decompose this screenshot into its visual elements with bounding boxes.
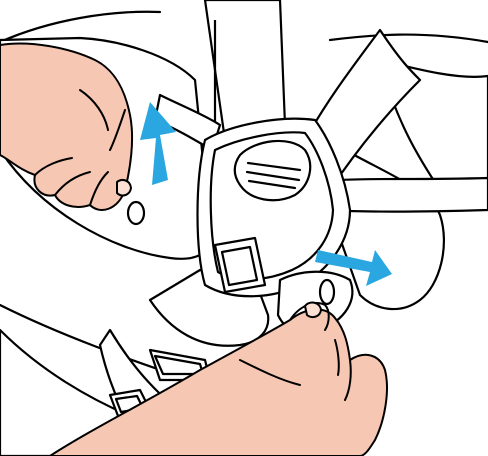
seat-right-top [330, 35, 488, 42]
left-release-button [128, 202, 144, 224]
right-strap-lower [330, 178, 488, 212]
left-thumb-nail [117, 180, 131, 195]
right-thumb-nail [305, 303, 321, 318]
release-button [320, 280, 334, 304]
